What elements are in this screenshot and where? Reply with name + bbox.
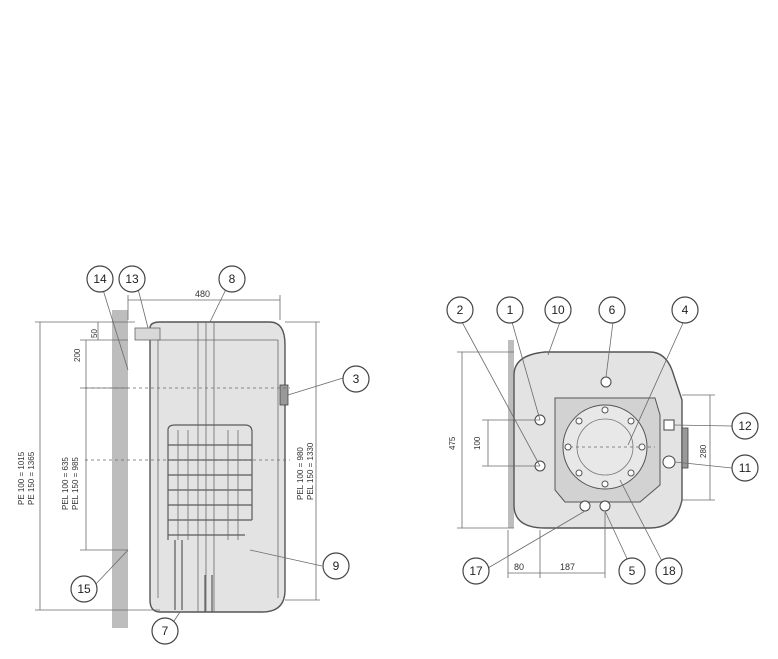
svg-text:4: 4 xyxy=(682,303,689,317)
svg-text:14: 14 xyxy=(93,272,107,286)
port-11 xyxy=(662,455,676,469)
callout-8: 8 xyxy=(218,265,246,293)
dim-pel-right-2: PEL 150 = 1330 xyxy=(306,442,315,500)
port-6 xyxy=(600,376,612,388)
svg-text:15: 15 xyxy=(77,582,91,596)
front-view: 475 100 280 80 187 2 1 10 6 4 12 11 1 xyxy=(446,296,759,585)
svg-text:5: 5 xyxy=(629,564,636,578)
side-connector xyxy=(681,427,689,469)
callout-15: 15 xyxy=(70,575,98,603)
side-view: 480 50 200 PEL 100 = 635 PEL 150 = 985 P… xyxy=(17,265,370,645)
dim-50: 50 xyxy=(90,329,99,338)
dim-80: 80 xyxy=(514,562,524,572)
top-bracket xyxy=(134,327,161,341)
svg-text:8: 8 xyxy=(229,272,236,286)
dim-187: 187 xyxy=(560,562,575,572)
callout-1: 1 xyxy=(496,296,524,324)
callout-7: 7 xyxy=(151,617,179,645)
callout-13: 13 xyxy=(118,265,146,293)
callout-2: 2 xyxy=(446,296,474,324)
callout-9: 9 xyxy=(322,552,350,580)
svg-text:3: 3 xyxy=(353,372,360,386)
dim-pe-total-1: PE 100 = 1015 xyxy=(17,451,26,505)
wall-left xyxy=(112,310,128,628)
tank-body xyxy=(149,321,286,613)
svg-text:1: 1 xyxy=(507,303,514,317)
svg-text:10: 10 xyxy=(551,303,565,317)
dim-pel-right-1: PEL 100 = 980 xyxy=(296,447,305,500)
dim-pel-mid-1: PEL 100 = 635 xyxy=(61,457,70,510)
dim-100: 100 xyxy=(473,436,482,450)
wall-right xyxy=(508,340,514,528)
callout-18: 18 xyxy=(655,557,683,585)
svg-text:13: 13 xyxy=(125,272,139,286)
svg-text:9: 9 xyxy=(333,559,340,573)
svg-text:6: 6 xyxy=(609,303,616,317)
flange xyxy=(562,404,648,490)
callout-17: 17 xyxy=(462,557,490,585)
callout-4: 4 xyxy=(671,296,699,324)
svg-text:11: 11 xyxy=(739,461,752,475)
dim-280: 280 xyxy=(699,444,708,458)
port-12 xyxy=(663,419,675,431)
callout-10: 10 xyxy=(544,296,572,324)
callout-5: 5 xyxy=(618,557,646,585)
heating-coil xyxy=(167,424,253,540)
callout-3: 3 xyxy=(342,365,370,393)
dim-pel-mid-2: PEL 150 = 985 xyxy=(71,457,80,510)
dim-475: 475 xyxy=(448,436,457,450)
svg-text:18: 18 xyxy=(662,564,676,578)
dim-480: 480 xyxy=(195,289,210,299)
svg-text:12: 12 xyxy=(738,419,752,433)
callout-6: 6 xyxy=(598,296,626,324)
callout-14: 14 xyxy=(86,265,114,293)
dim-200: 200 xyxy=(73,348,82,362)
callout-11: 11 xyxy=(731,454,759,482)
svg-text:7: 7 xyxy=(162,624,169,638)
inner-tank xyxy=(157,339,279,598)
port-17 xyxy=(579,500,591,512)
dim-pe-total-2: PE 150 = 1365 xyxy=(27,451,36,505)
port-5 xyxy=(599,500,611,512)
callout-12: 12 xyxy=(731,412,759,440)
svg-text:17: 17 xyxy=(469,564,483,578)
svg-text:2: 2 xyxy=(457,303,464,317)
